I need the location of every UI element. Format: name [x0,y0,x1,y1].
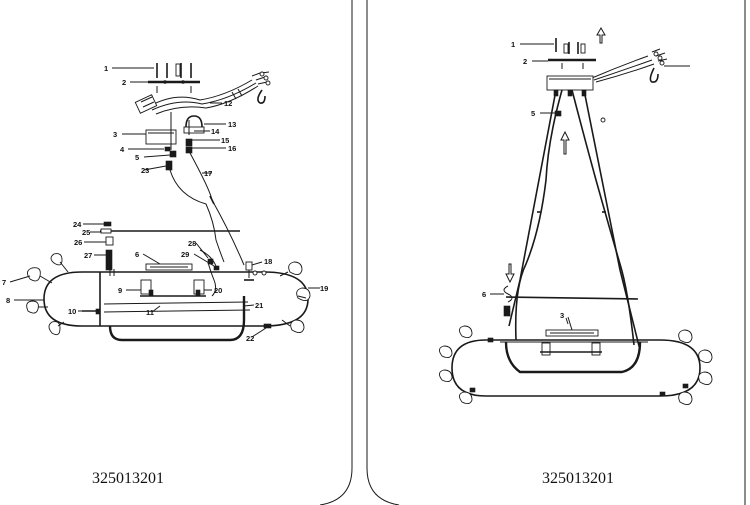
part-labels-left: 1 2 3 4 5 6 7 8 9 10 11 12 13 14 15 16 1… [2,64,328,343]
end-screw [82,308,101,315]
part-label: 2 [122,78,126,87]
part-label: 25 [82,228,90,237]
spacer [105,236,114,246]
mounting-rod [490,285,639,317]
part-label: 12 [224,99,232,108]
canopy [546,75,594,91]
part-label: 8 [6,296,10,305]
cable-gripper [164,146,171,152]
part-label: 18 [264,257,272,266]
model-code-right: 325013201 [542,470,614,487]
light-strip [103,296,251,342]
mounting-rod [100,221,240,234]
terminal-block [134,94,158,114]
leaf-decorations-right [439,325,713,405]
left-exploded-view: 1 2 3 4 5 6 7 8 9 10 11 12 13 14 15 16 1… [2,63,328,487]
part-labels-right: 1 2 3 5 6 [482,40,564,320]
part-label: 6 [135,250,139,259]
part-label: 3 [113,130,117,139]
part-label: 7 [2,278,6,287]
mounting-bracket [148,80,200,93]
suspension-cable [169,152,245,266]
part-label: 20 [214,286,222,295]
right-assembled-view: 1 2 3 5 6 325013201 [439,26,713,487]
part-label: 19 [320,284,328,293]
bottom-clip [263,323,272,329]
page-borders [319,0,746,505]
part-label: 13 [228,120,236,129]
power-wires [149,71,271,115]
connector-tube [105,249,113,271]
part-label: 4 [120,145,125,154]
part-label: 26 [74,238,82,247]
part-label: 1 [511,40,515,49]
leader-lines [9,67,320,338]
part-label: 24 [73,220,82,229]
clamp-fittings [140,279,206,297]
ceiling-screws [555,38,586,54]
mounting-bracket [548,26,606,69]
ring-frame [43,269,309,327]
led-driver [145,263,193,271]
part-label: 15 [221,136,229,145]
leaf-decorations-left [26,253,311,336]
part-label: 23 [141,166,149,175]
leader-lines [520,43,569,325]
part-label: 28 [188,239,196,248]
part-label: 11 [146,308,154,317]
part-label: 21 [255,301,263,310]
canopy-fittings [169,112,205,158]
part-label: 6 [482,290,486,299]
part-label: 17 [204,169,212,178]
part-label: 29 [181,250,189,259]
wire-connector [244,261,254,281]
part-label: 2 [523,57,527,66]
part-label: 5 [135,153,139,162]
part-label: 1 [104,64,108,73]
down-arrow [505,263,515,284]
model-code-left: 325013201 [92,470,164,487]
suspension-cables [508,89,641,351]
part-label: 5 [531,109,535,118]
part-label: 9 [118,286,122,295]
part-label: 10 [68,307,76,316]
part-label: 3 [560,311,564,320]
led-driver [545,316,599,337]
cable-coupler [165,160,173,171]
part-label: 22 [246,334,254,343]
canopy [145,129,177,145]
power-wires [591,48,690,83]
part-label: 27 [84,251,92,260]
up-arrow [560,130,570,155]
part-label: 16 [228,144,236,153]
ceiling-screws [156,63,192,78]
part-label: 14 [211,127,220,136]
ring-frame [451,339,701,397]
